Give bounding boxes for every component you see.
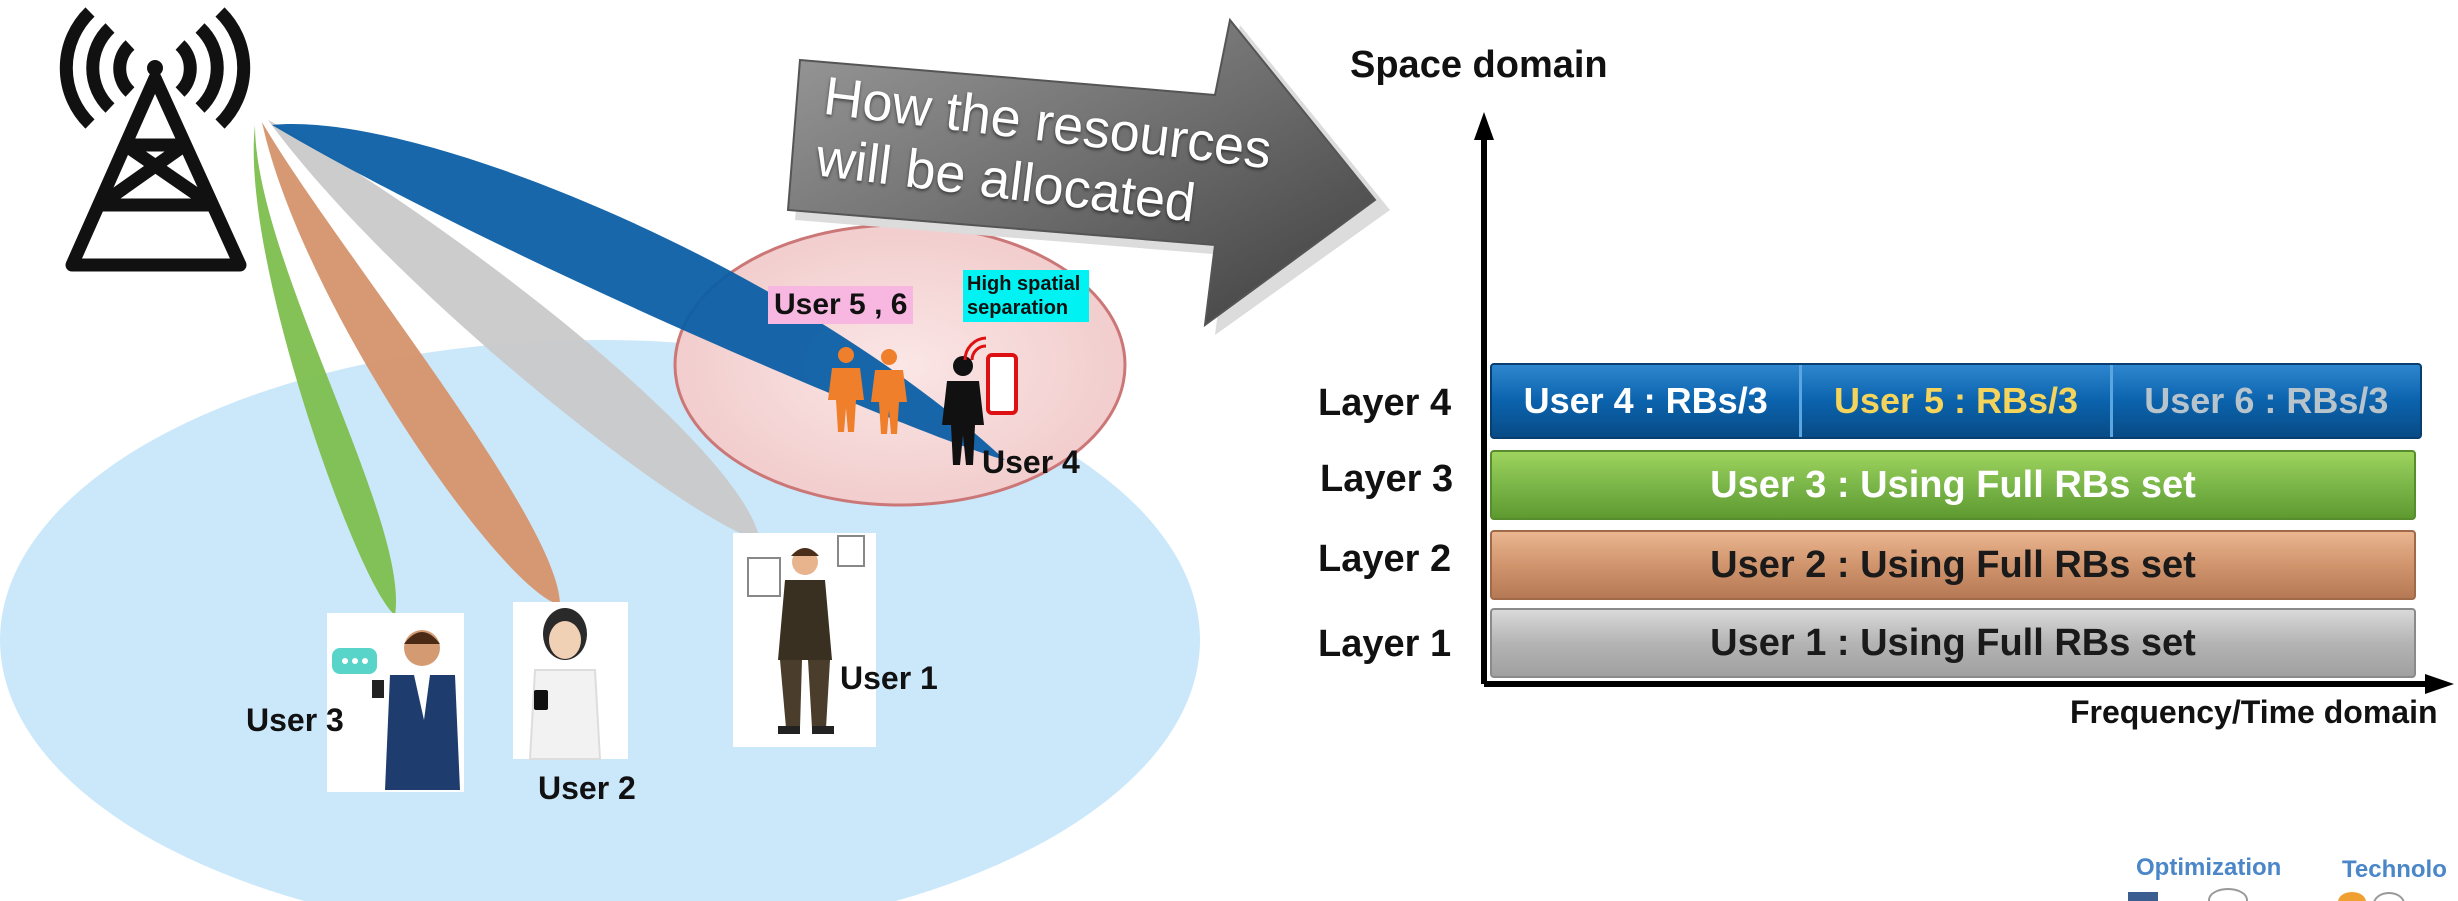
- user2-figure: [513, 602, 628, 760]
- user3-label: User 3: [246, 702, 344, 738]
- beam-user4: [272, 124, 1005, 460]
- person-icon-user6: [871, 349, 907, 434]
- user3-figure: [327, 613, 464, 792]
- watermark-icons: [2128, 888, 2458, 901]
- frequency-time-axis: [1484, 674, 2454, 694]
- space-domain-axis: [1474, 112, 1494, 684]
- layer3-label: Layer 3: [1320, 458, 1454, 500]
- user2-label: User 2: [538, 770, 636, 806]
- layer4-band: User 4 : RBs/3 User 5 : RBs/3 User 6 : R…: [1490, 363, 2422, 439]
- person-with-phone-icon: [942, 336, 1018, 465]
- space-domain-label: Space domain: [1350, 44, 1608, 86]
- layer4-label: Layer 4: [1318, 382, 1452, 424]
- allocation-arrow: [786, 17, 1377, 328]
- user5-segment: User 5 : RBs/3: [1802, 365, 2113, 437]
- beam-user1: [268, 120, 760, 540]
- watermark-optimization: Optimization: [2136, 854, 2282, 881]
- user6-segment: User 6 : RBs/3: [2144, 380, 2389, 421]
- person-icon-user5: [828, 347, 864, 432]
- layer3-band: User 3 : Using Full RBs set: [1490, 450, 2416, 520]
- user4-segment: User 4 : RBs/3: [1492, 365, 1803, 437]
- watermark-technology: Technolo: [2342, 856, 2447, 883]
- layer1-band: User 1 : Using Full RBs set: [1490, 608, 2416, 678]
- user4-label: User 4: [982, 444, 1080, 480]
- beam-user2: [262, 122, 560, 605]
- layer1-label: Layer 1: [1318, 623, 1452, 665]
- spatial-separation-tag: High spatial separation: [963, 270, 1089, 322]
- antenna-tower-icon: [59, 7, 251, 272]
- frequency-time-label: Frequency/Time domain: [2070, 694, 2438, 730]
- layer2-label: Layer 2: [1318, 538, 1452, 580]
- cluster-label: User 5 , 6: [768, 286, 914, 324]
- beam-user3: [253, 125, 397, 615]
- user1-figure: [733, 533, 876, 747]
- layer2-band: User 2 : Using Full RBs set: [1490, 530, 2416, 600]
- user1-label: User 1: [840, 660, 938, 696]
